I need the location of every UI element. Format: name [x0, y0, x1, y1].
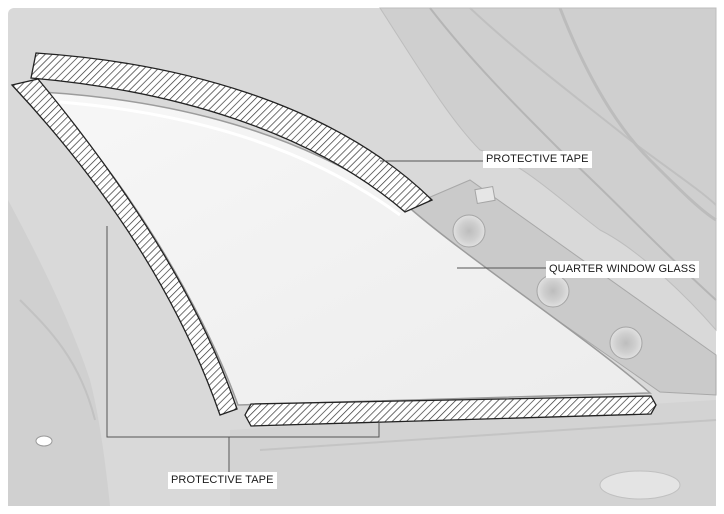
leader-line-lower [106, 226, 380, 438]
pillar-inner-line-2 [469, 7, 717, 206]
sill-panel [230, 400, 716, 506]
callout-protective-tape-upper: PROTECTIVE TAPE [483, 151, 592, 168]
sill-crease [259, 419, 717, 451]
lower-panel-crease [19, 299, 96, 421]
frame-tab [474, 185, 496, 205]
pillar-edge [558, 7, 717, 222]
callout-protective-tape-lower: PROTECTIVE TAPE [168, 472, 277, 489]
lower-panel-shade [8, 200, 110, 506]
pillar-inner-line [429, 7, 717, 301]
body-hole [35, 435, 53, 447]
pillar-structure [379, 7, 717, 332]
protective-tape-left [10, 78, 238, 416]
callout-quarter-window-glass: QUARTER WINDOW GLASS [546, 261, 699, 278]
glass-highlight [59, 100, 401, 217]
clip-2 [536, 274, 570, 308]
quarter-window-glass [40, 91, 652, 406]
clip-3 [609, 326, 643, 360]
protective-tape-upper [30, 52, 434, 213]
clip-1 [452, 214, 486, 248]
protective-tape-bottom [244, 395, 657, 427]
sill-hole [599, 470, 681, 500]
